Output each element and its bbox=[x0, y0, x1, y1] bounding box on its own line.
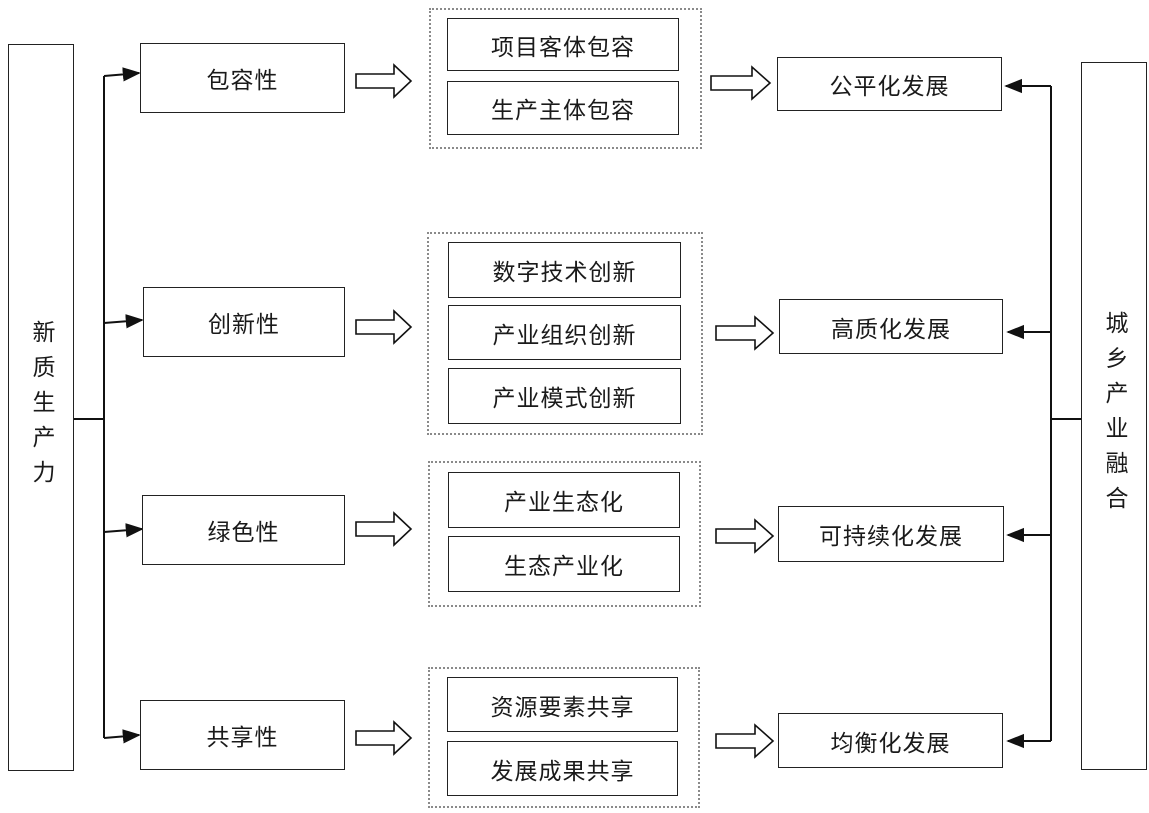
group-sharing bbox=[428, 667, 700, 808]
hollow-arrow-property-group-3 bbox=[355, 511, 413, 547]
new-productive-forces-label: 新质生产力 bbox=[28, 320, 54, 495]
hollow-arrow-property-group-2 bbox=[355, 309, 413, 345]
property-box-green: 绿色性 bbox=[142, 495, 345, 565]
group-inclusiveness bbox=[429, 8, 702, 149]
property-box-inclusiveness: 包容性 bbox=[140, 43, 345, 113]
new-productive-forces-box: 新质生产力 bbox=[8, 44, 74, 771]
item-box-3-2: 生态产业化 bbox=[448, 536, 680, 592]
hollow-arrow-group-outcome-1 bbox=[710, 65, 772, 101]
item-box-4-1: 资源要素共享 bbox=[447, 677, 678, 732]
property-box-innovation: 创新性 bbox=[143, 287, 345, 357]
group-green bbox=[428, 461, 701, 607]
property-box-sharing: 共享性 bbox=[140, 700, 345, 770]
item-box-1-2: 生产主体包容 bbox=[447, 81, 679, 135]
outcome-box-fair-development: 公平化发展 bbox=[777, 57, 1002, 111]
item-box-2-2: 产业组织创新 bbox=[448, 305, 681, 360]
hollow-arrow-group-outcome-2 bbox=[715, 315, 775, 351]
arrow-to-property-1 bbox=[103, 67, 141, 82]
outcome-box-balanced-development: 均衡化发展 bbox=[778, 713, 1003, 768]
item-box-3-1: 产业生态化 bbox=[448, 472, 680, 528]
urban-rural-integration-box: 城乡产业融合 bbox=[1081, 62, 1147, 770]
item-box-2-1: 数字技术创新 bbox=[448, 242, 681, 298]
item-box-1-1: 项目客体包容 bbox=[447, 18, 679, 71]
urban-rural-integration-label: 城乡产业融合 bbox=[1101, 311, 1127, 521]
arrow-to-property-2 bbox=[103, 314, 144, 329]
arrow-to-property-3 bbox=[103, 523, 144, 538]
outcome-box-high-quality-development: 高质化发展 bbox=[779, 299, 1003, 354]
hollow-arrow-property-group-1 bbox=[355, 63, 413, 99]
arrow-to-property-4 bbox=[103, 729, 141, 744]
outcome-box-sustainable-development: 可持续化发展 bbox=[778, 506, 1004, 562]
item-box-4-2: 发展成果共享 bbox=[447, 741, 678, 796]
item-box-2-3: 产业模式创新 bbox=[448, 368, 681, 424]
group-innovation bbox=[427, 232, 703, 435]
hollow-arrow-group-outcome-4 bbox=[715, 723, 775, 759]
hollow-arrow-group-outcome-3 bbox=[715, 518, 775, 554]
hollow-arrow-property-group-4 bbox=[355, 720, 413, 756]
